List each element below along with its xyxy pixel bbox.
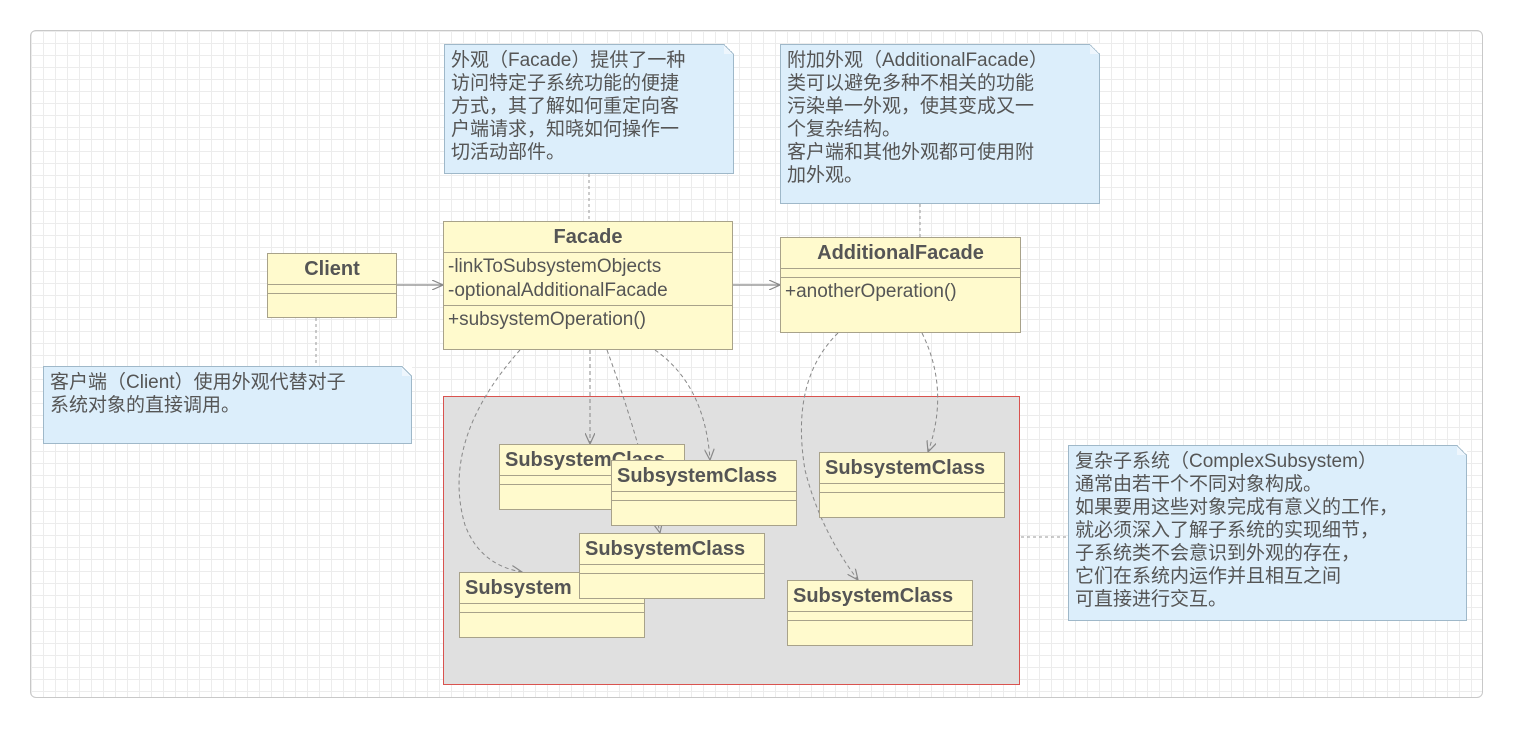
class-name: SubsystemClass <box>617 465 778 487</box>
class-operations <box>268 293 396 302</box>
class-operations <box>612 500 796 509</box>
class-name: Client <box>304 258 360 280</box>
class-client[interactable]: Client <box>267 253 397 318</box>
note-complex-subsystem[interactable]: 复杂子系统（ComplexSubsystem） 通常由若干个不同对象构成。 如果… <box>1068 445 1467 621</box>
diagram-canvas <box>30 30 1483 698</box>
note-line: 外观（Facade）提供了一种 <box>451 50 686 71</box>
note-line: 系统对象的直接调用。 <box>50 395 241 416</box>
note-line: 加外观。 <box>787 165 864 186</box>
note-client[interactable]: 客户端（Client）使用外观代替对子 系统对象的直接调用。 <box>43 366 412 444</box>
attribute: -optionalAdditionalFacade <box>448 280 668 301</box>
note-line: 污染单一外观，使其变成又一 <box>787 96 1035 117</box>
class-operations: +anotherOperation() <box>781 277 1020 306</box>
class-operations <box>820 492 1004 501</box>
note-line: 访问特定子系统功能的便捷 <box>451 73 680 94</box>
class-additional-facade[interactable]: AdditionalFacade +anotherOperation() <box>780 237 1021 333</box>
note-facade[interactable]: 外观（Facade）提供了一种 访问特定子系统功能的便捷 方式，其了解如何重定向… <box>444 44 734 174</box>
note-line: 附加外观（AdditionalFacade） <box>787 50 1048 71</box>
class-operations: +subsystemOperation() <box>444 305 732 334</box>
class-attributes <box>612 491 796 500</box>
note-line: 个复杂结构。 <box>787 119 902 140</box>
class-attributes <box>580 564 764 573</box>
class-name: Facade <box>553 226 623 248</box>
subsystem-class-2[interactable]: SubsystemClass <box>611 460 797 526</box>
note-line: 客户端和其他外观都可使用附 <box>787 142 1035 163</box>
class-name: SubsystemClass <box>825 457 986 479</box>
attribute: -linkToSubsystemObjects <box>448 256 662 277</box>
class-operations <box>460 612 644 621</box>
note-line: 类可以避免多种不相关的功能 <box>787 73 1035 94</box>
class-attributes <box>460 603 644 612</box>
note-line: 子系统类不会意识到外观的存在， <box>1075 543 1361 564</box>
subsystem-class-3[interactable]: SubsystemClass <box>579 533 765 599</box>
class-name: AdditionalFacade <box>817 242 984 264</box>
class-attributes <box>788 611 972 620</box>
note-line: 就必须深入了解子系统的实现细节， <box>1075 520 1380 541</box>
note-line: 通常由若干个不同对象构成。 <box>1075 474 1323 495</box>
class-attributes <box>781 268 1020 277</box>
subsystem-class-4[interactable]: SubsystemClass <box>819 452 1005 518</box>
note-line: 方式，其了解如何重定向客 <box>451 96 680 117</box>
class-facade[interactable]: Facade -linkToSubsystemObjects -optional… <box>443 221 733 350</box>
class-operations <box>500 484 684 493</box>
class-attributes <box>268 284 396 293</box>
class-operations <box>788 620 972 629</box>
note-line: 如果要用这些对象完成有意义的工作， <box>1075 497 1399 518</box>
class-attributes <box>820 483 1004 492</box>
class-attributes: -linkToSubsystemObjects -optionalAdditio… <box>444 252 732 305</box>
note-line: 它们在系统内运作并且相互之间 <box>1075 566 1342 587</box>
operation: +subsystemOperation() <box>448 309 646 330</box>
note-line: 复杂子系统（ComplexSubsystem） <box>1075 451 1377 472</box>
class-name: Subsystem <box>465 577 572 599</box>
note-line: 户端请求，知晓如何操作一 <box>451 119 680 140</box>
subsystem-class-6[interactable]: SubsystemClass <box>787 580 973 646</box>
class-attributes <box>500 475 684 484</box>
operation: +anotherOperation() <box>785 281 957 302</box>
note-line: 可直接进行交互。 <box>1075 589 1228 610</box>
class-name: SubsystemClass <box>585 538 746 560</box>
note-line: 客户端（Client）使用外观代替对子 <box>50 372 346 393</box>
class-name: SubsystemClass <box>793 585 954 607</box>
note-line: 切活动部件。 <box>451 142 566 163</box>
note-additional-facade[interactable]: 附加外观（AdditionalFacade） 类可以避免多种不相关的功能 污染单… <box>780 44 1100 204</box>
class-operations <box>580 573 764 582</box>
